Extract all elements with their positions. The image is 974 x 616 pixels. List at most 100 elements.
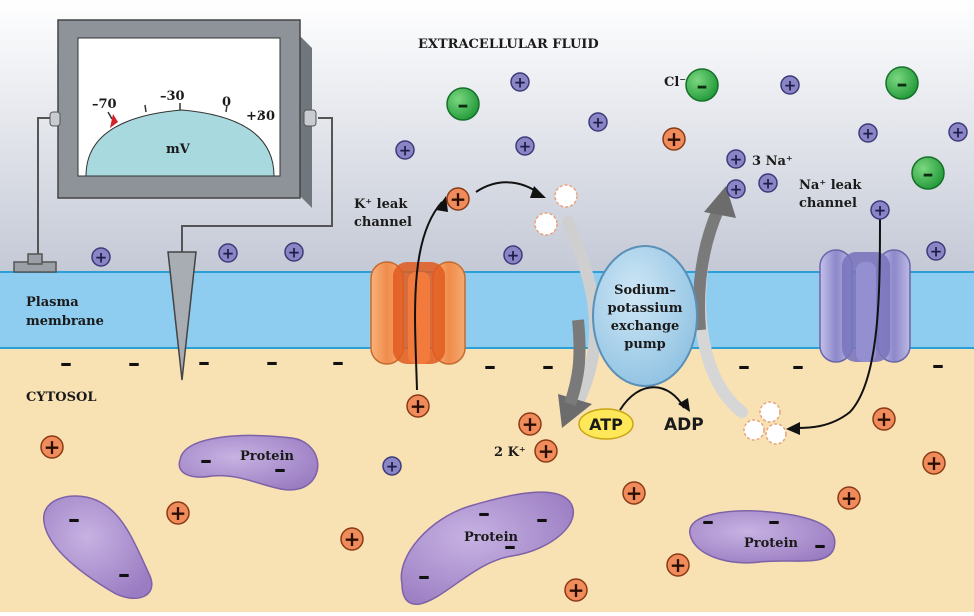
svg-text:+: + xyxy=(952,123,965,141)
negative-charge: – xyxy=(484,352,496,380)
negative-charge: – xyxy=(768,507,780,535)
negative-charge: – xyxy=(332,348,344,376)
svg-text:+: + xyxy=(507,246,520,264)
chloride-ion: – xyxy=(446,87,480,121)
negative-charge: – xyxy=(266,348,278,376)
sodium-ion: + xyxy=(948,122,968,142)
svg-text:+: + xyxy=(730,150,743,168)
negative-charge: – xyxy=(60,349,72,377)
svg-text:+: + xyxy=(450,187,467,211)
k-leak-flow-arrowhead xyxy=(436,196,448,212)
svg-text:–: – xyxy=(923,162,934,187)
negative-charge: – xyxy=(128,349,140,377)
three-na-label: 3 Na⁺ xyxy=(752,154,793,169)
negative-charge: – xyxy=(68,505,80,533)
atp-hydrolysis-arrow xyxy=(619,386,685,411)
pump-label-line1: Sodium– xyxy=(614,283,676,298)
meter-tick-label: +30 xyxy=(246,109,275,124)
ground-electrode-stem xyxy=(27,253,43,265)
svg-text:+: + xyxy=(874,201,887,219)
negative-charge: – xyxy=(274,455,286,483)
meter-probe-wire xyxy=(181,117,333,252)
svg-text:–: – xyxy=(697,74,708,99)
sodium-ion: + xyxy=(510,72,530,92)
svg-text:–: – xyxy=(458,93,469,118)
svg-text:+: + xyxy=(386,457,399,475)
sodium-ion: + xyxy=(726,179,746,199)
sodium-ion: + xyxy=(758,173,778,193)
svg-text:+: + xyxy=(44,435,61,459)
potassium-ion: + xyxy=(406,394,430,418)
negative-charge: – xyxy=(814,531,826,559)
meter-tick-marks xyxy=(107,103,262,121)
sodium-ion: + xyxy=(780,75,800,95)
pump-na-shaft xyxy=(693,207,724,331)
sodium-ion: + xyxy=(870,200,890,220)
svg-text:+: + xyxy=(841,486,858,510)
pump-label-line2: potassium xyxy=(608,301,683,316)
potassium-ion: + xyxy=(518,412,542,436)
svg-text:+: + xyxy=(514,73,527,91)
svg-text:–: – xyxy=(897,72,908,97)
svg-text:+: + xyxy=(876,407,893,431)
svg-text:+: + xyxy=(592,113,605,131)
sodium-ion: + xyxy=(858,123,878,143)
svg-text:+: + xyxy=(170,501,187,525)
potassium-ion: + xyxy=(564,578,588,602)
ion-layer: +++++++++++++++++++++++++++++++–––––––––… xyxy=(40,66,968,602)
membrane-label-line1: Plasma xyxy=(26,295,79,310)
protein-label: Protein xyxy=(744,536,799,551)
meter-terminal xyxy=(49,109,317,127)
potassium-ion: + xyxy=(666,553,690,577)
svg-text:+: + xyxy=(288,243,301,261)
svg-text:+: + xyxy=(666,127,683,151)
na-leak-label-line2: channel xyxy=(799,196,857,211)
sodium-ion: + xyxy=(926,241,946,261)
sodium-potassium-pump xyxy=(592,245,698,387)
sodium-ion: + xyxy=(503,245,523,265)
two-k-label: 2 K⁺ xyxy=(494,445,526,460)
svg-text:+: + xyxy=(568,578,585,602)
sodium-ion: + xyxy=(515,136,535,156)
sodium-ion: + xyxy=(218,243,238,263)
svg-text:+: + xyxy=(784,76,797,94)
svg-text:+: + xyxy=(399,141,412,159)
meter-tick-label: 0 xyxy=(222,95,231,110)
svg-text:+: + xyxy=(670,553,687,577)
negative-charge: – xyxy=(792,352,804,380)
svg-text:+: + xyxy=(626,481,643,505)
potassium-ion: + xyxy=(837,486,861,510)
k-leak-channel xyxy=(370,261,466,365)
k-exit-arrowhead xyxy=(530,186,546,198)
negative-charge: – xyxy=(504,532,516,560)
meter-tick-label: –70 xyxy=(92,97,117,112)
svg-text:+: + xyxy=(222,244,235,262)
meter-needle xyxy=(110,114,118,128)
potassium-ion: + xyxy=(340,527,364,551)
sodium-ion: + xyxy=(726,149,746,169)
pump-label-line4: pump xyxy=(624,337,665,352)
svg-text:+: + xyxy=(95,248,108,266)
cytosol-label: CYTOSOL xyxy=(26,390,96,405)
svg-text:+: + xyxy=(344,527,361,551)
potassium-ion: + xyxy=(166,501,190,525)
sodium-ion: + xyxy=(588,112,608,132)
cl-label: Cl⁻ xyxy=(664,75,686,90)
protein-blobs xyxy=(43,434,836,605)
na-leak-flow-arrowhead xyxy=(786,422,800,435)
atp-molecule xyxy=(578,408,634,440)
na-leak-flow-arrow xyxy=(795,217,881,429)
adp-label: ADP xyxy=(664,415,704,435)
negative-charge: – xyxy=(536,505,548,533)
svg-text:+: + xyxy=(762,174,775,192)
protein-label: Protein xyxy=(464,530,519,545)
plasma-membrane xyxy=(0,272,974,348)
svg-text:+: + xyxy=(862,124,875,142)
potassium-ion: + xyxy=(872,407,896,431)
membrane-label-line2: membrane xyxy=(26,314,104,329)
svg-text:+: + xyxy=(730,180,743,198)
chloride-ion: – xyxy=(911,156,945,190)
na-leak-label-line1: Na⁺ leak xyxy=(799,178,862,193)
